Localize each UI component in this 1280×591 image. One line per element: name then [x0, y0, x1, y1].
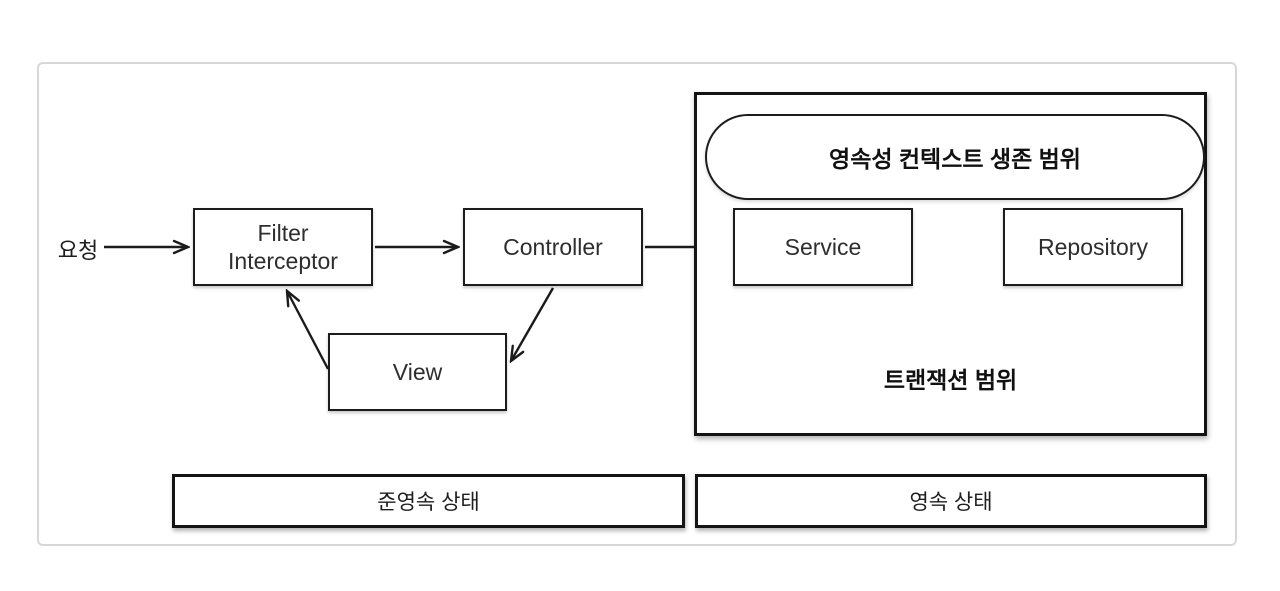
request-label: 요청 [57, 238, 99, 263]
repository-label: Repository [1038, 234, 1148, 260]
node-repository: Repository [1003, 208, 1183, 286]
service-label: Service [784, 234, 862, 260]
controller-label: Controller [503, 234, 603, 260]
persistent-state-label: 영속 상태 [909, 491, 993, 514]
node-view: View [328, 333, 507, 411]
persistent-state-box: 영속 상태 [695, 474, 1207, 528]
node-filter-interceptor: Filter Interceptor [193, 208, 373, 286]
detached-state-box: 준영속 상태 [172, 474, 685, 528]
filter-label-line1: Filter [257, 220, 309, 246]
detached-state-label: 준영속 상태 [377, 491, 480, 514]
persistence-context-oval: 영속성 컨텍스트 생존 범위 [705, 114, 1205, 200]
filter-label-line2: Interceptor [228, 248, 338, 274]
view-label: View [392, 359, 443, 385]
persistence-context-label: 영속성 컨텍스트 생존 범위 [829, 146, 1081, 172]
transaction-scope-label: 트랜잭션 범위 [883, 367, 1018, 393]
node-controller: Controller [463, 208, 643, 286]
node-service: Service [733, 208, 913, 286]
